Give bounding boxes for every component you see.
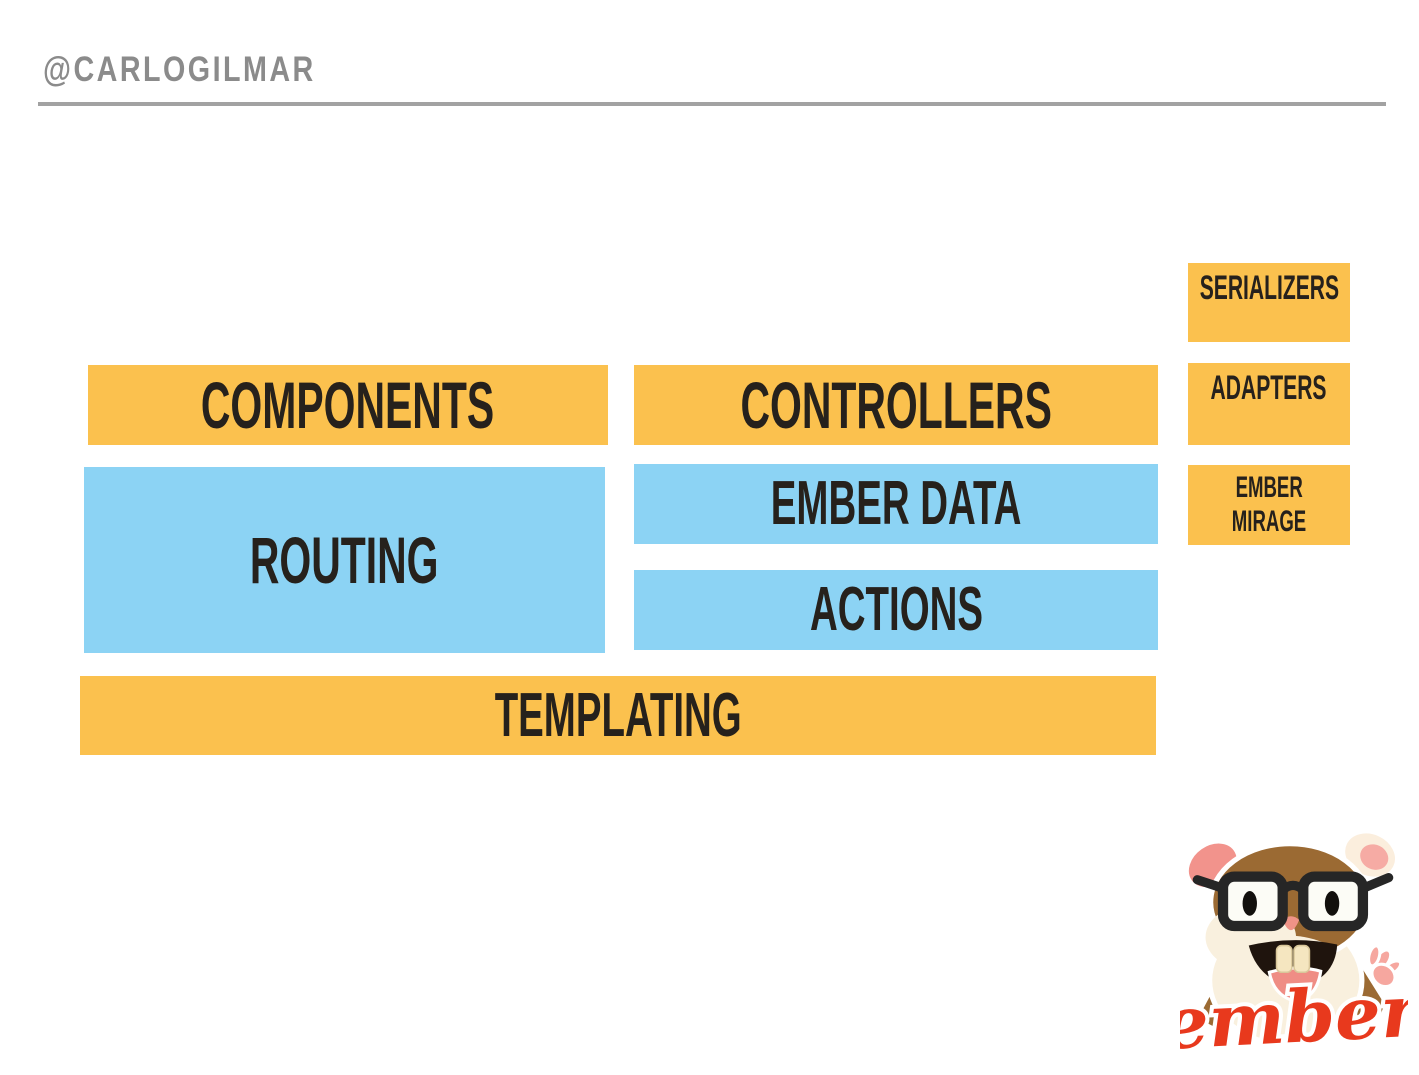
block-ember-mirage-label-line2: MIRAGE [1231,505,1307,538]
block-templating-label: TEMPLATING [494,680,742,750]
block-adapters: ADAPTERS [1188,363,1350,445]
header-rule [38,102,1386,106]
glasses-icon [1192,871,1394,932]
block-actions-label: ACTIONS [809,575,983,644]
block-adapters-label: ADAPTERS [1211,369,1327,407]
block-templating: TEMPLATING [80,676,1156,755]
block-actions: ACTIONS [634,570,1158,650]
block-controllers-label: CONTROLLERS [740,368,1052,442]
block-serializers: SERIALIZERS [1188,263,1350,342]
author-handle-text: @CARLOGILMAR [43,50,316,89]
block-ember-data-label: EMBER DATA [770,469,1022,538]
block-ember-mirage-label-line1: EMBER [1235,470,1303,504]
hamster-mascot [1184,829,1403,1047]
ember-wordmark: ember [1180,967,1408,1066]
ember-logo: ember [1180,829,1408,1070]
mascot-right-ear-inner [1360,844,1389,870]
mascot-tooth-right [1293,944,1311,974]
block-routing: ROUTING [84,467,605,653]
block-components: COMPONENTS [88,365,608,445]
author-handle: @CARLOGILMAR [43,50,376,90]
mascot-tooth-left [1275,944,1293,974]
block-ember-mirage: EMBER MIRAGE [1188,465,1350,545]
mascot-paw [1367,944,1403,989]
block-ember-data: EMBER DATA [634,464,1158,544]
block-serializers-label: SERIALIZERS [1199,269,1339,307]
block-components-label: COMPONENTS [201,368,495,442]
block-routing-label: ROUTING [250,523,439,597]
block-controllers: CONTROLLERS [634,365,1158,445]
